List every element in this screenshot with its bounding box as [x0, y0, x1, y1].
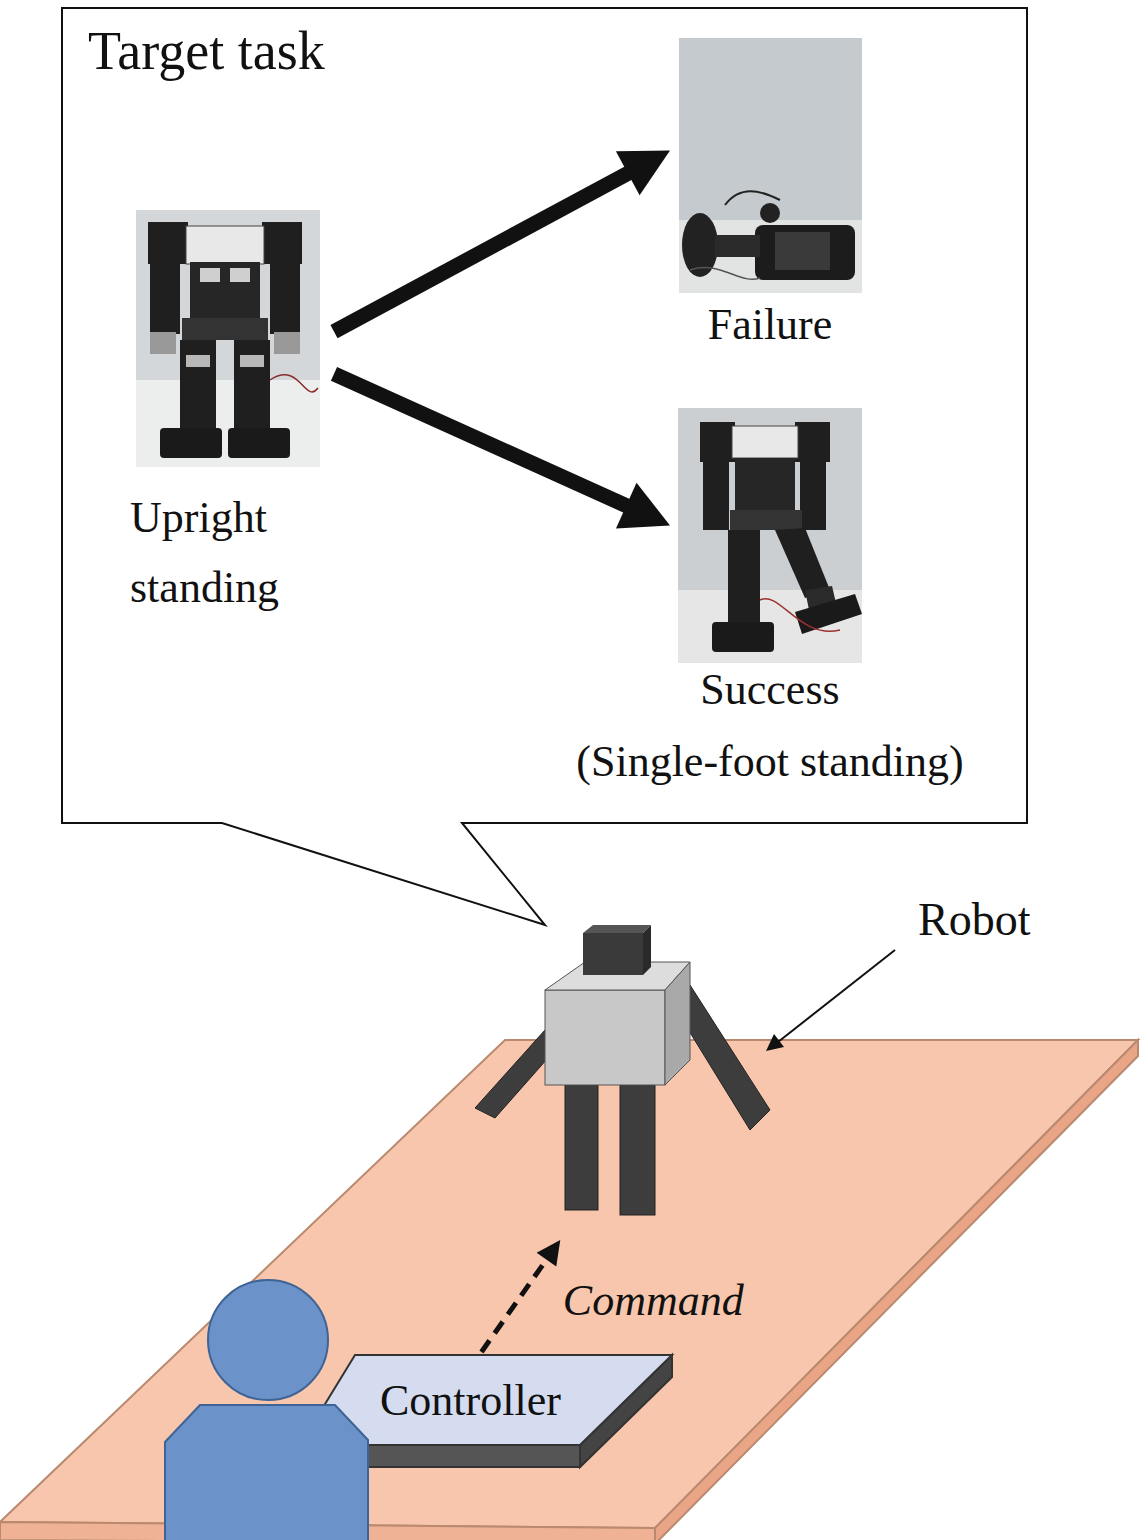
arrow-head — [537, 1240, 561, 1267]
photo-panel: Upright standing — [130, 205, 334, 627]
upright-photo-part — [190, 262, 260, 320]
robot-figure-part — [475, 1030, 555, 1118]
upright-photo-part — [186, 355, 210, 367]
success-photo-part — [795, 594, 862, 634]
photo-caption: Failure — [670, 300, 870, 351]
person-head — [208, 1280, 328, 1400]
photo-subcaption-wrap: (Single-foot standing) — [520, 737, 1020, 788]
robot-figure-part — [565, 1085, 598, 1210]
robot-figure-part — [583, 925, 651, 933]
leader-line-part — [778, 950, 895, 1042]
callout-heading-wrap: Target task — [88, 20, 325, 82]
callout-heading: Target task — [88, 20, 325, 82]
arrow-shaft — [334, 374, 635, 510]
leader-line-part — [766, 1034, 784, 1051]
success-photo-part — [678, 408, 862, 663]
edge-label: Command — [563, 1276, 744, 1327]
arrow-shaft — [334, 169, 636, 332]
upright-photo-part — [230, 268, 250, 282]
upright-photo-part — [180, 340, 216, 428]
upright-photo — [136, 210, 320, 467]
success-photo-part — [795, 422, 830, 462]
person-body — [165, 1405, 368, 1540]
flow-arrow — [334, 151, 670, 332]
upright-photo-part — [240, 355, 264, 367]
floor — [0, 1040, 1138, 1540]
robot-figure — [475, 925, 770, 1215]
robot-figure-part — [583, 933, 643, 975]
success-photo-part — [700, 422, 735, 462]
upright-photo-part — [234, 340, 270, 428]
success-photo-part — [730, 510, 802, 530]
upright-photo-part — [270, 375, 318, 392]
failure-photo-part — [775, 232, 830, 270]
upright-photo-part — [186, 226, 264, 264]
upright-photo-part — [270, 262, 300, 334]
failure-photo-part — [760, 203, 780, 223]
success-photo-part — [735, 458, 795, 513]
leader-line — [766, 950, 895, 1051]
upright-photo-part — [200, 268, 220, 282]
photo-caption-wrap: Upright standing — [130, 483, 330, 623]
controller-label: Controller — [380, 1376, 561, 1427]
robot-figure-part — [545, 990, 665, 1085]
robot-region: Robot — [470, 895, 1060, 1240]
upright-photo-part — [136, 380, 320, 467]
upright-photo-part — [136, 210, 320, 467]
success-photo-part — [728, 530, 760, 625]
success-photo-part — [760, 599, 840, 632]
callout-outline — [62, 8, 1027, 925]
robot-figure-part — [665, 962, 690, 1085]
photo-caption-wrap: Failure — [670, 300, 870, 351]
upright-photo-part — [150, 332, 176, 354]
callout-outline — [62, 8, 1027, 823]
success-photo-part — [800, 460, 826, 530]
controller-panel: Controller — [300, 1352, 678, 1470]
success-photo-part — [712, 622, 774, 652]
photo-caption: Upright standing — [130, 483, 330, 623]
failure-photo-part — [679, 38, 862, 293]
robot-figure-part — [620, 1085, 655, 1215]
upright-photo-part — [182, 318, 268, 340]
upright-photo-part — [262, 222, 302, 264]
failure-photo — [679, 38, 862, 293]
success-photo-part — [703, 460, 729, 530]
arrow-shaft — [481, 1256, 549, 1352]
photo-caption: Success — [670, 665, 870, 716]
success-photo-part — [678, 590, 862, 663]
photo-caption-wrap: Success — [670, 665, 870, 716]
failure-photo-part — [725, 191, 780, 205]
failure-photo-part — [755, 225, 855, 280]
arrow-head — [616, 483, 670, 529]
command-arrow — [481, 1240, 560, 1352]
failure-photo-part — [690, 268, 760, 280]
upright-photo-part — [148, 222, 188, 264]
upright-photo-part — [150, 262, 180, 334]
robot-label: Robot — [918, 895, 1030, 946]
upright-photo-part — [228, 428, 290, 458]
arrow-head — [616, 151, 670, 196]
photo-panel: Success(Single-foot standing) — [670, 400, 874, 730]
photo-subcaption: (Single-foot standing) — [520, 737, 1020, 788]
upright-photo-part — [160, 428, 222, 458]
robot-label-wrap: Robot — [918, 895, 1030, 946]
callout-box: Target taskUpright standing FailureSucces… — [62, 8, 1027, 823]
success-photo-part — [775, 528, 830, 598]
robot-figure-part — [643, 925, 651, 975]
success-photo — [678, 408, 862, 663]
controller-label-wrap: Controller — [380, 1376, 561, 1427]
edge-label-wrap: Command — [563, 1276, 744, 1327]
photo-panel: Failure — [670, 30, 874, 365]
failure-photo-part — [715, 235, 760, 257]
flow-arrow — [334, 374, 670, 529]
success-photo-part — [732, 426, 798, 458]
upright-photo-part — [274, 332, 300, 354]
